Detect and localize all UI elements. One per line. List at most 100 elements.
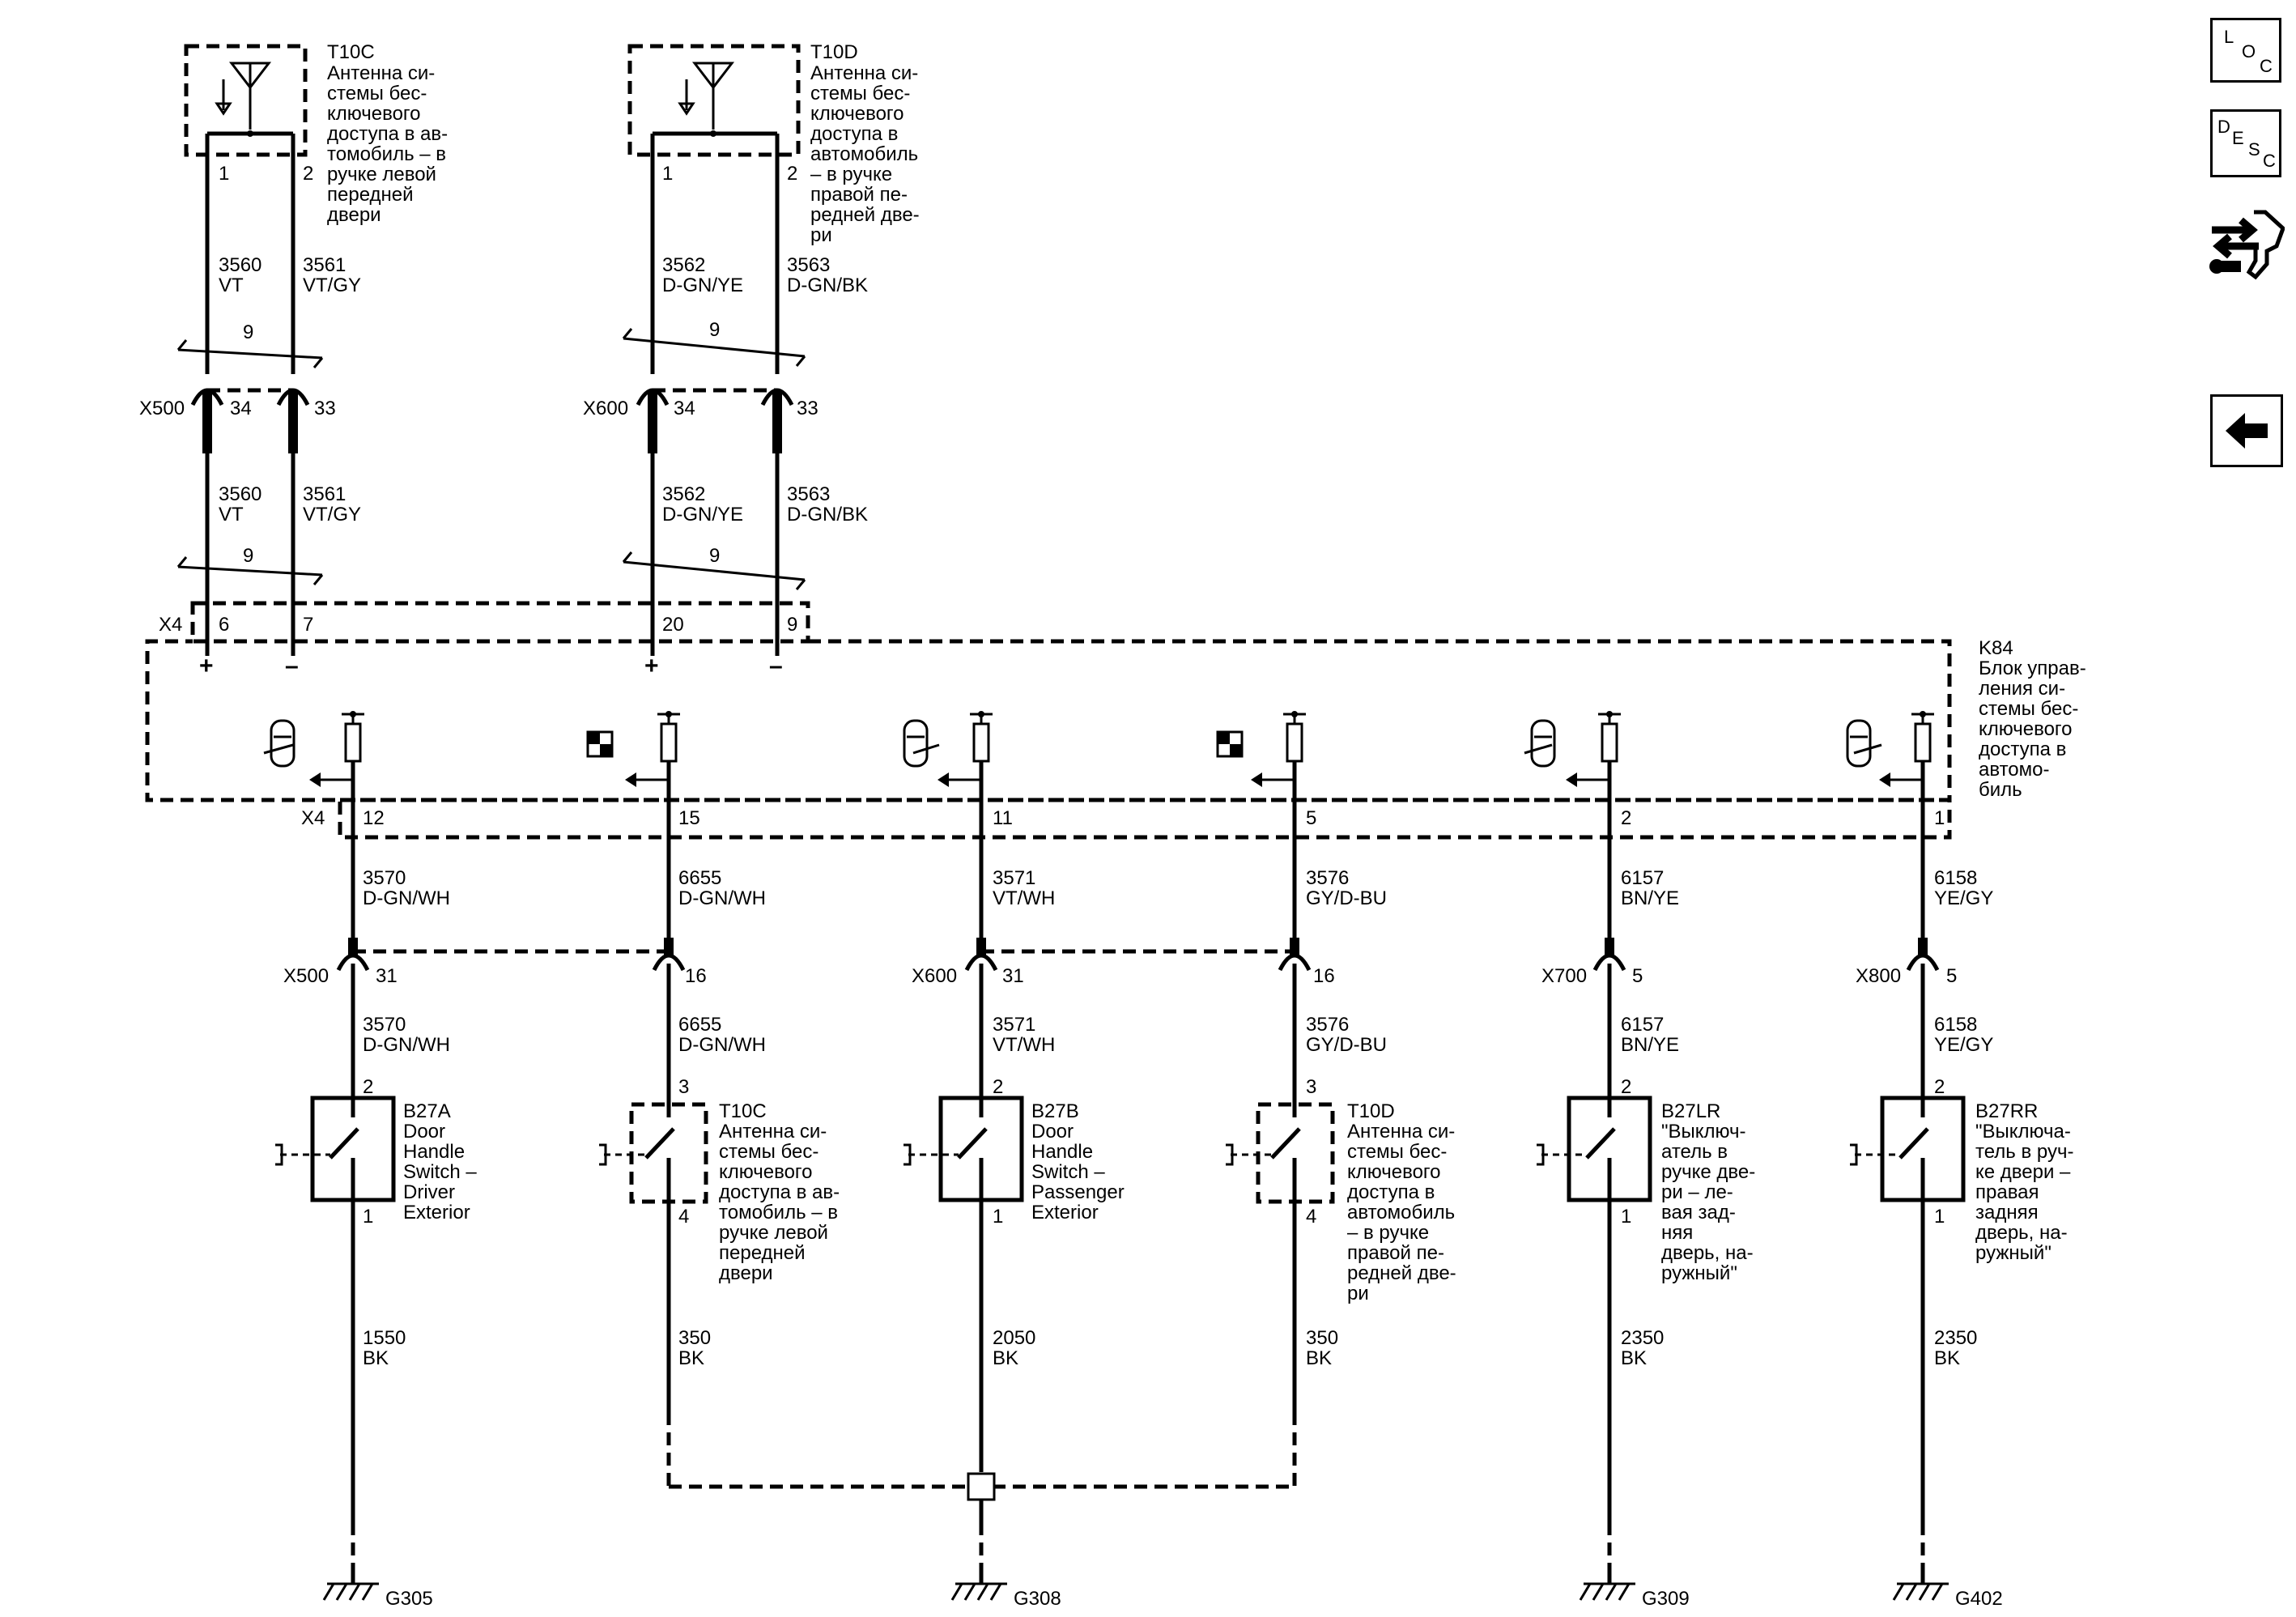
b27rr-desc-2: тель в руч-	[1975, 1141, 2073, 1163]
g309-label: G309	[1642, 1588, 1690, 1610]
connector-tool-button[interactable]	[2209, 207, 2285, 280]
wire-3576-color: GY/D-BU	[1306, 887, 1387, 909]
t10c-desc-3: ключевого	[327, 103, 421, 125]
t10c-desc-6: ручке левой	[327, 164, 436, 185]
loc-button[interactable]: L O C	[2210, 18, 2281, 83]
k84-desc-2: ления си-	[1979, 678, 2065, 700]
x4-pin-2: 2	[1621, 807, 1631, 829]
antenna-t10c: T10C Антенна си- стемы бес- ключевого до…	[184, 41, 448, 226]
wire-3563b-color: D-GN/BK	[787, 504, 868, 526]
t10d-sw-ref: T10D	[1347, 1100, 1395, 1122]
x500-pin-34: 34	[230, 398, 252, 419]
t10c-desc-1: Антенна си-	[327, 62, 435, 84]
t10d-desc-1: Антенна си-	[810, 62, 918, 84]
ground-wires: 1550 BK 350 BK 2050 BK 350 BK 2350 BK 23…	[351, 1200, 1977, 1567]
twist-label-4: 9	[709, 545, 720, 567]
x500-upper-label: X500	[139, 398, 185, 419]
wire-3570b-color: D-GN/WH	[363, 1034, 450, 1056]
wire-3571-num: 3571	[993, 867, 1035, 889]
t10c-sw-pin-3: 3	[678, 1076, 689, 1098]
x4-pin-7: 7	[303, 614, 313, 636]
x600-pin-34: 34	[674, 398, 695, 419]
b27b-pin-2: 2	[993, 1076, 1003, 1098]
t10c-sw-pin-4: 4	[678, 1206, 689, 1228]
t10d-desc-9: ри	[810, 224, 832, 246]
k84-desc-5: доступа в	[1979, 738, 2066, 760]
connector-wrench-icon	[2209, 210, 2285, 280]
b27lr-desc-6: няя	[1661, 1222, 1693, 1244]
wire-3562-color: D-GN/YE	[662, 274, 743, 296]
t10c-pin-2: 2	[303, 163, 313, 185]
b27b-ref: B27B	[1031, 1100, 1079, 1122]
b27a-ref: B27A	[403, 1100, 451, 1122]
t10c-sw-desc-4: доступа в ав-	[719, 1181, 840, 1203]
back-arrow-icon	[2226, 413, 2268, 449]
t10d-sw-desc-1: Антенна си-	[1347, 1121, 1455, 1143]
b27lr-desc-4: ри – ле-	[1661, 1181, 1733, 1203]
b27rr-desc-1: "Выключа-	[1975, 1121, 2071, 1143]
switch-b27rr: 2 1 B27RR "Выключа- тель в руч- ке двери…	[1850, 1076, 2073, 1264]
polarity-minus-1: –	[285, 653, 299, 679]
b27lr-desc-5: вая зад-	[1661, 1202, 1736, 1223]
wire-3560-num: 3560	[219, 254, 261, 276]
x700-label: X700	[1541, 965, 1587, 987]
t10d-sw-desc-7: правой пе-	[1347, 1242, 1444, 1264]
switch-b27b: 2 1 B27B Door Handle Switch – Passenger …	[904, 1076, 1125, 1228]
t10d-sw-desc-8: редней две-	[1347, 1262, 1456, 1284]
loc-letter-c: C	[2260, 56, 2273, 76]
antenna-square-icon-2	[1216, 730, 1244, 758]
wire-6157-num: 6157	[1621, 867, 1664, 889]
wire-350a-color: BK	[678, 1347, 704, 1369]
t10d-ref: T10D	[810, 41, 858, 63]
loc-letter-o: O	[2242, 41, 2256, 62]
polarity-plus-1: +	[199, 653, 214, 679]
wire-3560b-num: 3560	[219, 483, 261, 505]
switch-b27a: 2 1 B27A Door Handle Switch – Driver Ext…	[275, 1076, 477, 1228]
desc-button[interactable]: D E S C	[2210, 109, 2281, 177]
g308-label: G308	[1014, 1588, 1061, 1610]
t10c-pin-1: 1	[219, 163, 229, 185]
t10d-sw-desc-5: автомобиль	[1347, 1202, 1455, 1223]
ground-g402: G402	[1892, 1567, 2003, 1610]
b27b-pin-1: 1	[993, 1206, 1003, 1228]
x4-pin-11: 11	[993, 807, 1013, 829]
x600-pin-16: 16	[1313, 965, 1335, 987]
x500-pin-31: 31	[376, 965, 398, 987]
ground-g308: G308	[950, 1567, 1061, 1610]
g402-label: G402	[1955, 1588, 2003, 1610]
x500-lower-label: X500	[283, 965, 329, 987]
switch-b27lr: 2 1 B27LR "Выключ- атель в ручке две- ри…	[1537, 1076, 1755, 1284]
wire-3571b-color: VT/WH	[993, 1034, 1055, 1056]
t10d-desc-6: – в ручке	[810, 164, 892, 185]
twist-label-2: 9	[709, 319, 720, 341]
b27lr-desc-7: дверь, на-	[1661, 1242, 1754, 1264]
t10c-desc-7: передней	[327, 184, 414, 206]
wire-6158-color: YE/GY	[1934, 887, 1993, 909]
desc-letter-e: E	[2232, 128, 2244, 148]
b27rr-desc-7: ружный"	[1975, 1242, 2052, 1264]
x4-pin-20: 20	[662, 614, 684, 636]
t10d-desc-2: стемы бес-	[810, 83, 910, 104]
t10c-sw-desc-5: томобиль – в	[719, 1202, 838, 1223]
polarity-plus-2: +	[644, 653, 659, 679]
module-k84: K84 Блок управ- ления си- стемы бес- клю…	[145, 637, 2086, 802]
b27a-desc-3: Switch –	[403, 1161, 477, 1183]
wire-6157b-color: BN/YE	[1621, 1034, 1679, 1056]
back-button[interactable]	[2210, 394, 2283, 467]
door-icon-4	[1846, 719, 1882, 768]
ground-g309: G309	[1579, 1567, 1690, 1610]
x4-pin-1: 1	[1934, 807, 1945, 829]
x4-upper-connector: X4 6 7 20 9 + – + –	[159, 601, 810, 679]
t10d-sw-desc-2: стемы бес-	[1347, 1141, 1447, 1163]
wire-3563b-num: 3563	[787, 483, 830, 505]
x4-lower-connector: X4 12 15 11 5 2 1	[301, 798, 1952, 840]
k84-desc-3: стемы бес-	[1979, 698, 2078, 720]
antenna-square-icon-1	[586, 730, 614, 758]
wire-3562b-num: 3562	[662, 483, 705, 505]
t10c-sw-ref: T10C	[719, 1100, 767, 1122]
wire-2050-color: BK	[993, 1347, 1018, 1369]
wire-3562-num: 3562	[662, 254, 705, 276]
b27b-desc-1: Door	[1031, 1121, 1074, 1143]
wire-3561b-color: VT/GY	[303, 504, 361, 526]
b27a-desc-4: Driver	[403, 1181, 455, 1203]
